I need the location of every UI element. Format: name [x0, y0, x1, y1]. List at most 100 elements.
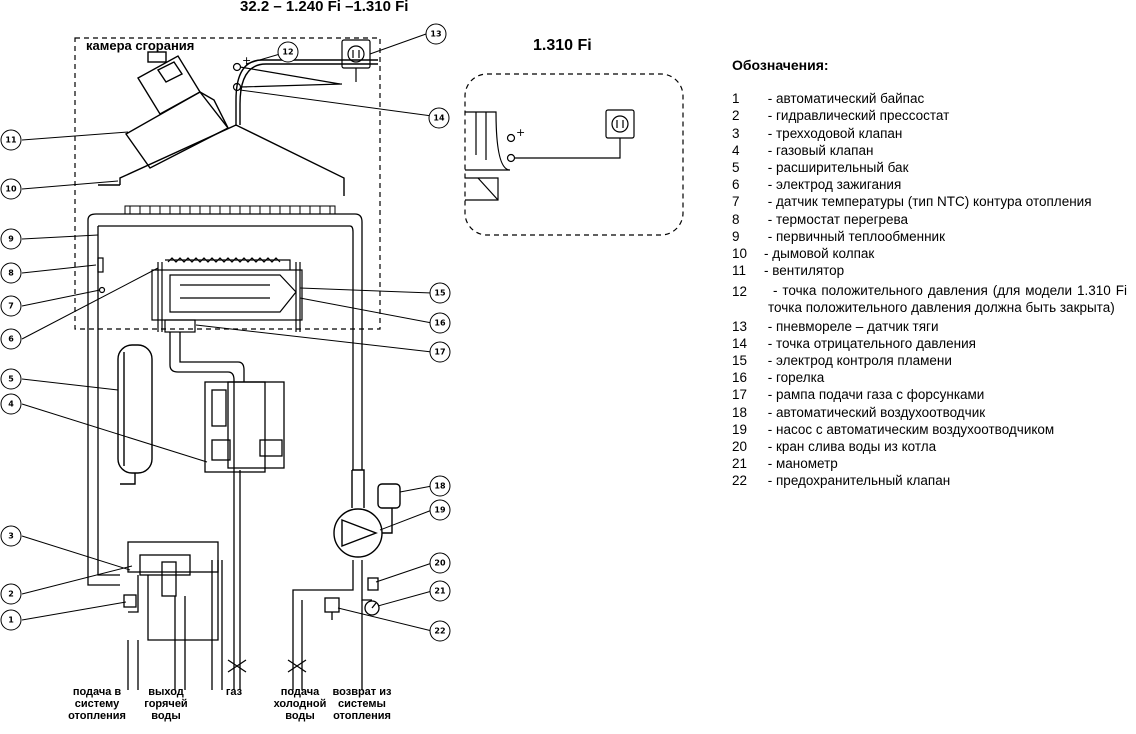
pump [333, 469, 401, 558]
legend-item-label: насос с автоматическим воздухоотводчиком [776, 421, 1055, 437]
legend-item: 3 - трехходовой клапан [732, 125, 1127, 142]
legend-item: 6 - электрод зажигания [732, 176, 1127, 193]
legend-item-separator: - [764, 456, 776, 472]
legend-item: 16 - горелка [732, 369, 1127, 386]
legend-item-number: 18 [732, 404, 748, 420]
legend-item-number: 10 [732, 246, 748, 262]
legend-item-separator: - [764, 387, 776, 403]
legend-item: 10 - дымовой колпак [732, 245, 1127, 262]
sensors-7-8 [97, 257, 106, 294]
legend-item-label: пневмореле – датчик тяги [776, 318, 939, 334]
legend-item-separator: - [764, 160, 776, 176]
legend-item-separator: - [768, 283, 783, 299]
legend-item-separator: - [764, 318, 776, 334]
legend-item-number: 11 [732, 263, 747, 279]
legend-item-label: вентилятор [772, 263, 845, 279]
legend-item-label: предохранительный клапан [776, 473, 951, 489]
callout-20: 20 [434, 559, 446, 568]
legend-item: 21 - манометр [732, 455, 1127, 472]
callout-6: 6 [8, 335, 14, 344]
legend-item-separator: - [764, 246, 773, 262]
legend-item-number: 9 [732, 228, 740, 244]
legend-item-number: 21 [732, 456, 748, 472]
legend-item-separator: - [764, 421, 776, 437]
legend-item: 4 - газовый клапан [732, 142, 1127, 159]
callout-13: 13 [430, 30, 441, 39]
legend-item: 19 - насос с автоматическим воздухоотвод… [732, 421, 1127, 438]
legend-item-separator: - [764, 370, 776, 386]
callout-4: 4 [8, 400, 14, 409]
legend-item-separator: - [764, 142, 776, 158]
callout-17: 17 [434, 348, 445, 357]
legend-item-text: - кран слива воды из котла [764, 438, 1127, 455]
legend-item-text: - дымовой колпак [764, 245, 1127, 262]
legend-item-separator: - [764, 439, 776, 455]
legend-item-text: - трехходовой клапан [764, 125, 1127, 142]
legend-item: 8 - термостат перегрева [732, 211, 1127, 228]
label-heating-return: возврат из системы отопления [332, 686, 392, 722]
label-hot-water-out: выход горячей воды [144, 686, 188, 722]
legend-item-number: 20 [732, 439, 748, 455]
legend-item: 18 - автоматический воздухоотводчик [732, 404, 1127, 421]
legend-item-label: термостат перегрева [776, 211, 909, 227]
shutoff-valves [227, 659, 307, 673]
legend-item-number: 16 [732, 370, 748, 386]
legend-item: 5 - расширительный бак [732, 159, 1127, 176]
callout-18: 18 [434, 482, 446, 491]
inset-title: 1.310 Fi [533, 37, 592, 54]
legend-item-number: 15 [732, 353, 748, 369]
callout-circles [0, 23, 451, 642]
legend-item-separator: - [764, 353, 776, 369]
label-gas: газ [225, 686, 243, 698]
legend-item-number: 5 [732, 160, 740, 176]
legend-item-number: 6 [732, 177, 740, 193]
callout-16: 16 [434, 319, 446, 328]
legend-item-number: 14 [732, 335, 748, 351]
legend-item-separator: - [764, 91, 776, 107]
legend-item: 2 - гидравлический прессостат [732, 107, 1127, 124]
legend-item: 9 - первичный теплообменник [732, 228, 1127, 245]
legend-item: 14 - точка отрицательного давления [732, 335, 1127, 352]
callout-7: 7 [8, 302, 14, 311]
callout-19: 19 [434, 506, 446, 515]
legend-item-text: - газовый клапан [764, 142, 1127, 159]
legend-item-number: 12 [732, 284, 748, 300]
callout-3: 3 [8, 532, 14, 541]
legend-title: Обозначения: [732, 57, 829, 73]
inset-minus-mark: – [516, 151, 522, 164]
legend-item-label: гидравлический прессостат [776, 108, 950, 124]
legend-item: 1 - автоматический байпас [732, 90, 1127, 107]
legend-item-number: 19 [732, 421, 748, 437]
primary-heat-exchanger [124, 205, 336, 214]
gas-valve [204, 381, 285, 473]
callout-14: 14 [433, 114, 445, 123]
callout-11: 11 [5, 136, 17, 145]
callout-15: 15 [434, 289, 446, 298]
legend-item-text: - горелка [764, 369, 1127, 386]
legend-item-separator: - [764, 228, 776, 244]
minus-mark: – [242, 80, 248, 93]
legend-item-label: датчик температуры (тип NTC) контура ото… [776, 194, 1092, 210]
legend-item-label: электрод контроля пламени [776, 353, 952, 369]
legend-item: 17 - рампа подачи газа с форсунками [732, 386, 1127, 403]
legend-item-text: - пневмореле – датчик тяги [764, 318, 1127, 335]
legend-item-label: точка отрицательного давления [776, 335, 976, 351]
legend-item-number: 7 [732, 194, 740, 210]
legend-item-text: - автоматический байпас [764, 90, 1127, 107]
legend-item-separator: - [764, 335, 776, 351]
pressure-switch-main [232, 39, 371, 92]
legend-item-label: газовый клапан [776, 142, 874, 158]
burner [151, 257, 303, 333]
plus-mark: + [242, 54, 251, 67]
legend-item-label: расширительный бак [776, 160, 909, 176]
combustion-chamber-label: камера сгорания [86, 38, 195, 53]
legend-item: 11- вентилятор [732, 262, 1127, 279]
legend-item-label: точка положительного давления (для модел… [768, 283, 1127, 316]
legend-item: 22 - предохранительный клапан [732, 472, 1127, 489]
fan [124, 51, 230, 169]
legend-item-separator: - [764, 473, 776, 489]
legend-item-label: рампа подачи газа с форсунками [776, 387, 985, 403]
label-heating-supply: подача в систему отопления [68, 686, 126, 722]
